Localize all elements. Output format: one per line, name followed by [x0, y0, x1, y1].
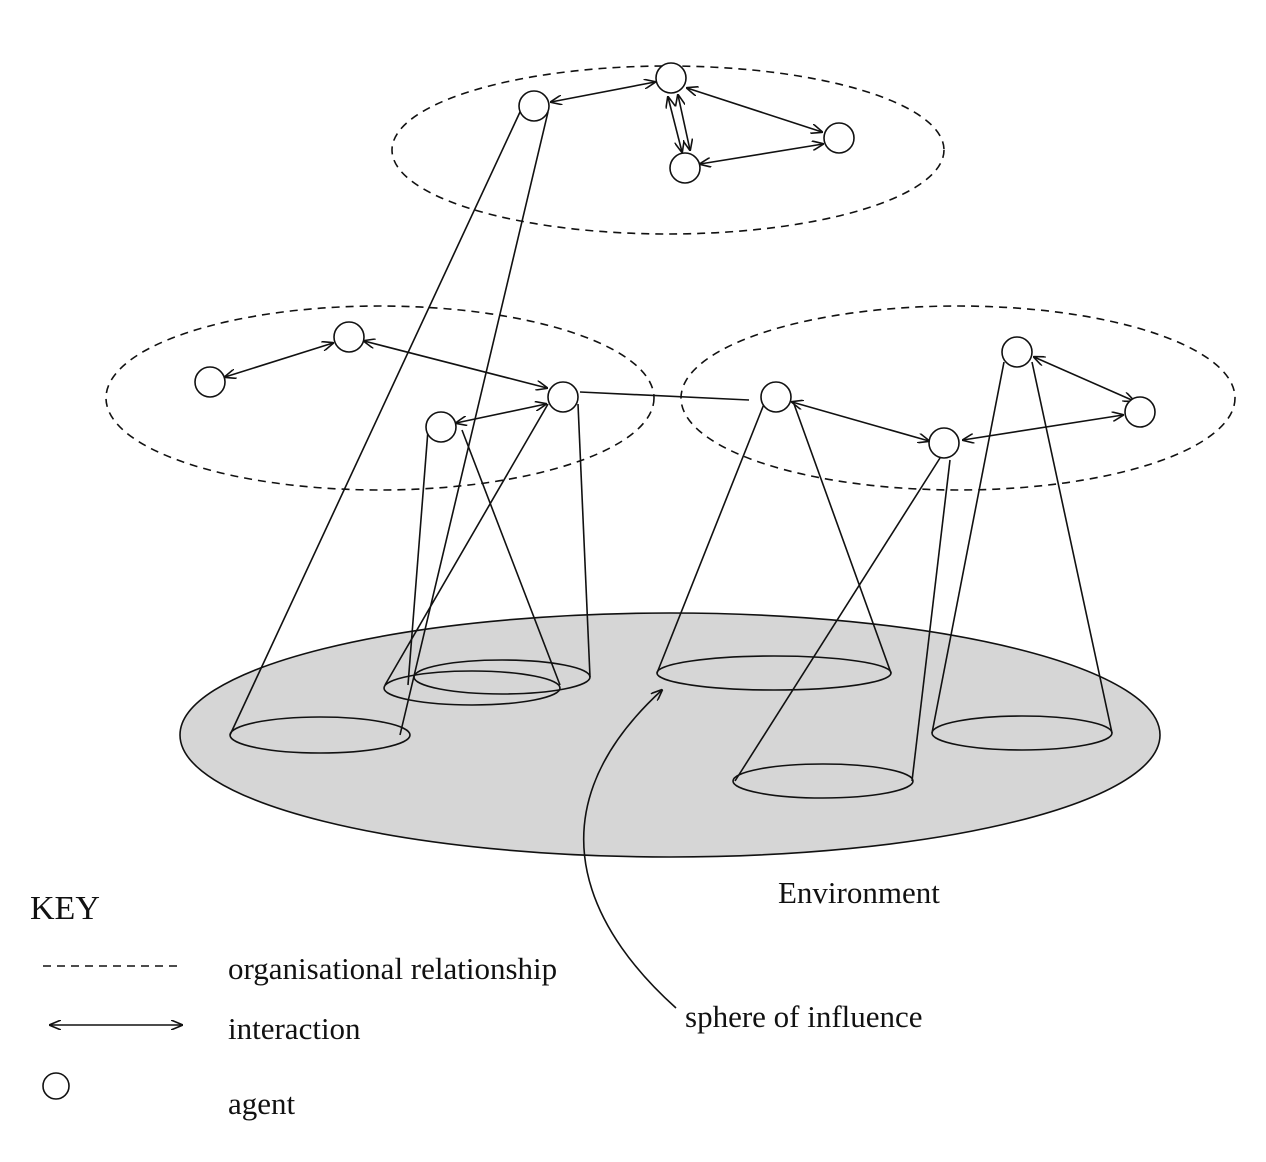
- sphere-ellipse-2: [383, 670, 561, 706]
- agent-circle: [655, 62, 687, 94]
- agent-circle: [1001, 336, 1033, 368]
- interaction-arrows: [225, 82, 1134, 441]
- organisation-left: [105, 305, 655, 491]
- environment-label: Environment: [778, 875, 940, 910]
- environment-ellipse: [179, 612, 1161, 858]
- sphere-ellipse-6: [732, 763, 914, 799]
- agent-circle: [518, 90, 550, 122]
- agent-circle: [1124, 396, 1156, 428]
- organisation-right: [680, 305, 1236, 491]
- agent-circle: [760, 381, 792, 413]
- sphere-of-influence-pointer: [583, 690, 677, 1009]
- agent-circle: [928, 427, 960, 459]
- agent-circle: [669, 152, 701, 184]
- agent-circle: [823, 122, 855, 154]
- agent-circle: [547, 381, 579, 413]
- key-organisational-label: organisational relationship: [228, 951, 558, 986]
- agent-circle: [194, 366, 226, 398]
- organisation-top: [391, 65, 945, 235]
- agents: [194, 62, 1156, 459]
- key-agent-icon: [42, 1072, 70, 1100]
- organisation-link-line: [579, 391, 750, 401]
- sphere-of-influence-label: sphere of influence: [685, 999, 923, 1034]
- agent-circle: [425, 411, 457, 443]
- key-agent-label: agent: [228, 1086, 296, 1121]
- key-title: KEY: [30, 890, 100, 927]
- key-interaction-label: interaction: [228, 1011, 361, 1046]
- agent-circle: [333, 321, 365, 353]
